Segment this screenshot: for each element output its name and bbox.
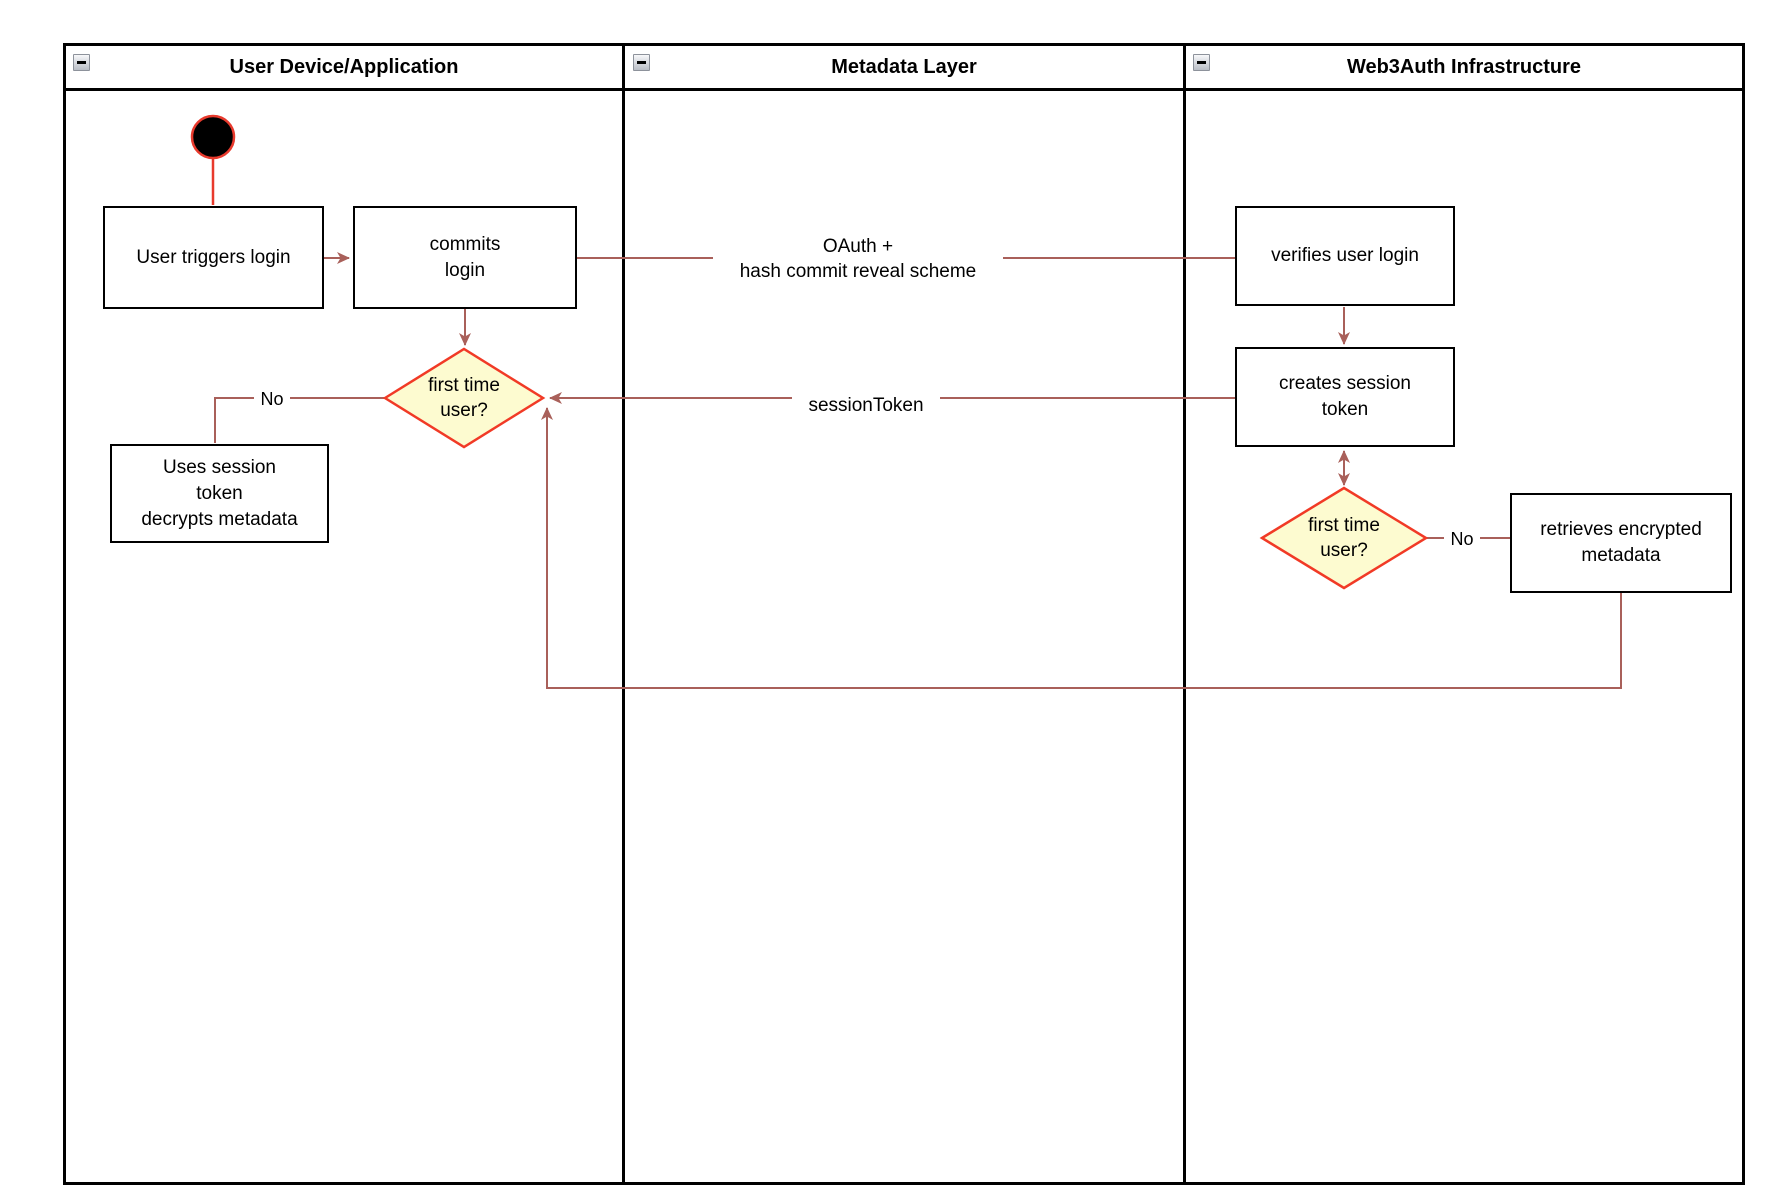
node-retrieves-encrypted-metadata[interactable]: retrieves encrypted metadata [1510, 493, 1732, 593]
minus-glyph [77, 61, 86, 64]
decision-diamond-device[interactable] [382, 347, 546, 449]
edge-retrieves-feedback-to-device-decision[interactable] [541, 407, 1622, 689]
collapse-minus-icon[interactable] [1193, 54, 1210, 71]
edge-label-session-token[interactable]: sessionToken [792, 392, 940, 419]
node-user-triggers-login[interactable]: User triggers login [103, 206, 324, 309]
node-commits-login[interactable]: commits login [353, 206, 577, 309]
lane-divider-1 [622, 43, 625, 1185]
decision-device-label: first time user? [428, 374, 500, 421]
collapse-minus-icon[interactable] [633, 54, 650, 71]
lane-divider-2 [1183, 43, 1186, 1185]
edge-device-decision-no-to-uses-session[interactable] [214, 397, 385, 443]
edge-label-no-infra[interactable]: No [1444, 527, 1480, 551]
decision-diamond-infra[interactable] [1259, 486, 1429, 590]
lane-header-separator [63, 88, 1745, 91]
edge-label-no-device[interactable]: No [254, 387, 290, 411]
minus-glyph [637, 61, 646, 64]
decision-infra-label: first time user? [1308, 514, 1380, 561]
lane-title-user-device: User Device/Application [229, 55, 459, 78]
node-creates-session-token[interactable]: creates session token [1235, 347, 1455, 447]
node-verifies-user-login[interactable]: verifies user login [1235, 206, 1455, 306]
lane-title-metadata-layer: Metadata Layer [831, 55, 977, 78]
collapse-minus-icon[interactable] [73, 54, 90, 71]
lane-title-web3auth-infra: Web3Auth Infrastructure [1346, 55, 1582, 78]
edge-label-oauth[interactable]: OAuth + hash commit reveal scheme [713, 233, 1003, 285]
minus-glyph [1197, 61, 1206, 64]
node-uses-session-token[interactable]: Uses session token decrypts metadata [110, 444, 329, 543]
start-node[interactable] [190, 114, 236, 160]
